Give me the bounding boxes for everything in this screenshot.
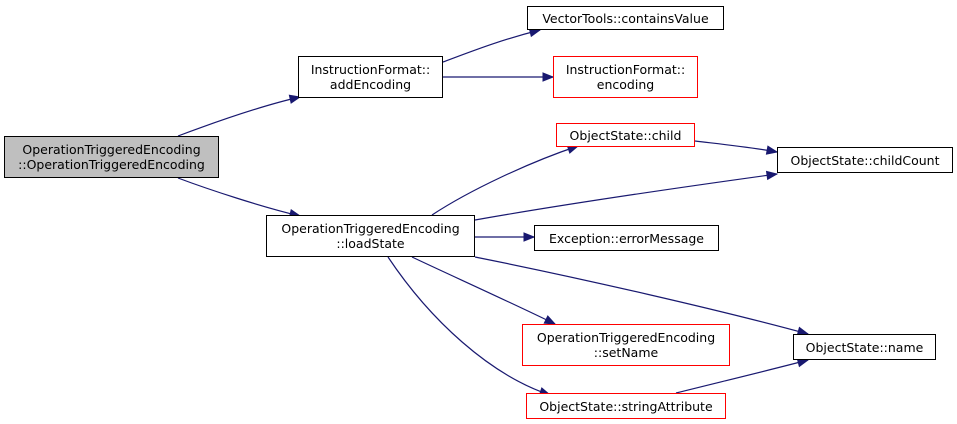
node-child[interactable]: ObjectState::child — [556, 123, 695, 147]
edge-load-state-to-child-count — [474, 173, 778, 221]
arrowhead-load-state-to-error-message — [523, 232, 536, 242]
node-error-message-line1: Exception::errorMessage — [549, 230, 704, 246]
edge-string-attribute-to-name — [675, 359, 809, 394]
node-encoding-line1: InstructionFormat:: — [565, 62, 686, 77]
node-encoding-line2: encoding — [596, 77, 655, 92]
node-set-name-line1: OperationTriggeredEncoding — [536, 330, 716, 345]
arrowhead-root-to-add-encoding — [288, 94, 302, 104]
node-set-name-line2: ::setName — [593, 345, 659, 360]
edge-load-state-to-child — [431, 145, 579, 216]
node-root-line1: OperationTriggeredEncoding — [22, 142, 201, 157]
node-child-count-line1: ObjectState::childCount — [790, 152, 940, 168]
node-string-attribute[interactable]: ObjectState::stringAttribute — [526, 393, 726, 419]
node-load-state-line1: OperationTriggeredEncoding — [281, 221, 460, 236]
edge-load-state-to-set-name — [411, 256, 556, 325]
node-name-line1: ObjectState::name — [805, 339, 924, 355]
arrowhead-add-encoding-to-encoding — [542, 72, 555, 82]
node-root[interactable]: OperationTriggeredEncoding ::OperationTr… — [4, 136, 219, 178]
edge-root-to-add-encoding — [177, 96, 301, 137]
node-child-line1: ObjectState::child — [569, 127, 682, 143]
node-add-encoding-line1: InstructionFormat:: — [310, 62, 431, 77]
edge-load-state-to-name — [474, 256, 809, 335]
edge-root-to-load-state — [177, 177, 301, 217]
arrowhead-child-to-child-count — [765, 145, 779, 155]
arrowhead-load-state-to-set-name — [543, 315, 557, 325]
edge-child-to-child-count — [694, 140, 778, 153]
node-encoding[interactable]: InstructionFormat:: encoding — [553, 56, 698, 98]
edge-add-encoding-to-contains-value — [442, 29, 541, 63]
arrowhead-load-state-to-child-count — [765, 170, 779, 181]
node-load-state[interactable]: OperationTriggeredEncoding ::loadState — [266, 215, 475, 257]
node-root-line2: ::OperationTriggeredEncoding — [18, 157, 205, 172]
node-name[interactable]: ObjectState::name — [793, 334, 936, 360]
node-load-state-line2: ::loadState — [336, 236, 405, 251]
node-add-encoding-line2: addEncoding — [329, 77, 412, 92]
node-contains-value-line1: VectorTools::containsValue — [542, 10, 709, 26]
node-contains-value[interactable]: VectorTools::containsValue — [527, 6, 724, 30]
edge-load-state-to-string-attribute — [387, 256, 551, 396]
node-set-name[interactable]: OperationTriggeredEncoding ::setName — [522, 324, 730, 366]
node-string-attribute-line1: ObjectState::stringAttribute — [539, 398, 713, 414]
node-error-message[interactable]: Exception::errorMessage — [534, 225, 719, 251]
node-child-count[interactable]: ObjectState::childCount — [777, 147, 953, 173]
node-add-encoding[interactable]: InstructionFormat:: addEncoding — [298, 56, 443, 98]
